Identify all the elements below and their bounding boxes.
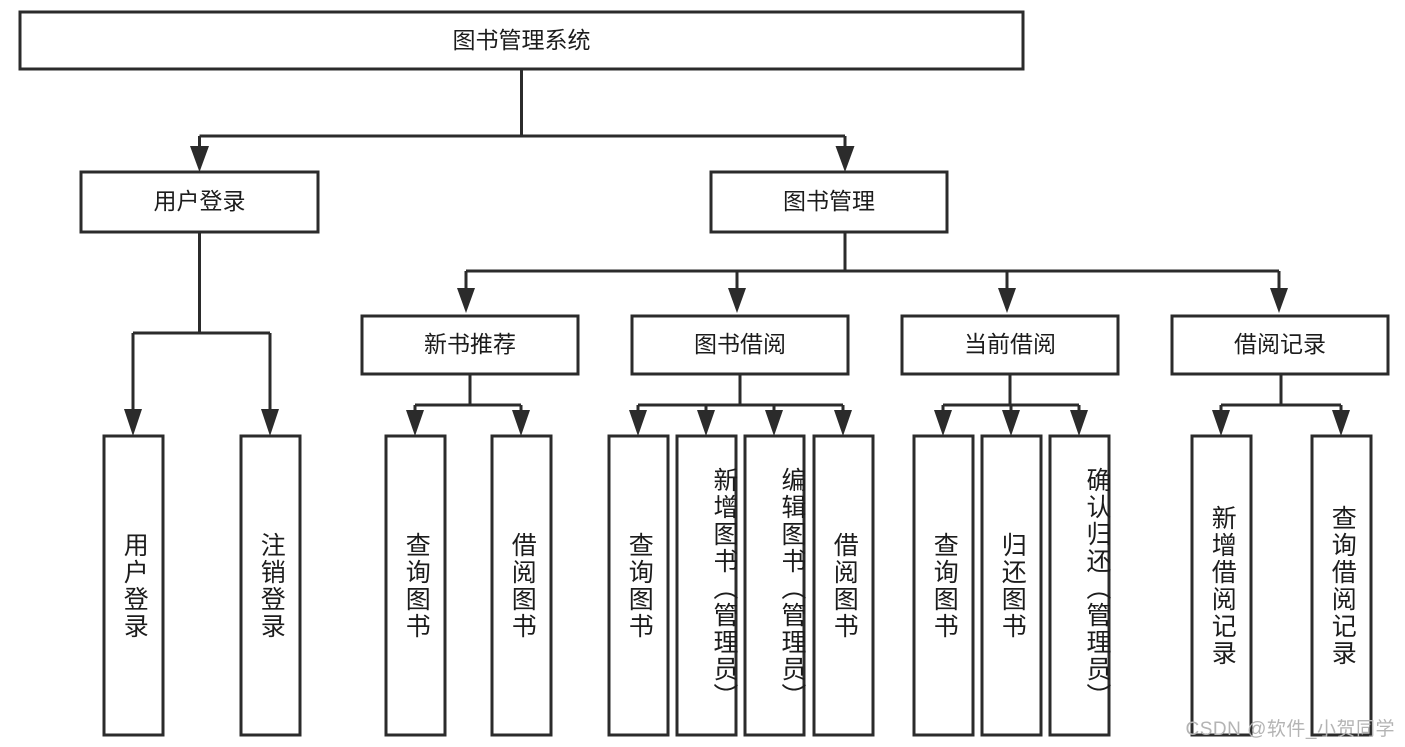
- arrow-to-leaf-query-book-3: [934, 410, 952, 436]
- arrow-to-leaf-logout-login: [261, 409, 279, 436]
- arrow-to-leaf-user-login: [124, 409, 142, 436]
- arrow-to-leaf-add-book: [697, 410, 715, 436]
- connector-layer: [124, 69, 1350, 436]
- node-box-leaf-borrow-book-2[interactable]: [812, 434, 875, 737]
- arrow-to-leaf-edit-book: [765, 410, 783, 436]
- node-box-leaf-query-book-3[interactable]: [912, 434, 975, 737]
- node-box-leaf-add-book[interactable]: [675, 434, 738, 737]
- node-box-system[interactable]: [18, 10, 1025, 71]
- arrow-to-leaf-borrow-book-1: [512, 410, 530, 436]
- node-box-leaf-logout-login[interactable]: [239, 434, 302, 737]
- arrow-to-new-book-recommend: [457, 288, 475, 313]
- node-box-leaf-edit-book[interactable]: [743, 434, 806, 737]
- node-box-leaf-borrow-book-1[interactable]: [490, 434, 553, 737]
- node-box-new-book-recommend[interactable]: [360, 314, 580, 376]
- watermark-text: CSDN @软件_小贺同学: [1185, 719, 1395, 740]
- node-box-book-management[interactable]: [709, 170, 949, 234]
- arrow-to-leaf-return-book: [1002, 410, 1020, 436]
- arrow-to-current-borrow: [998, 288, 1016, 313]
- node-box-borrow-record[interactable]: [1170, 314, 1390, 376]
- arrow-to-leaf-add-record: [1212, 410, 1230, 436]
- arrow-to-leaf-confirm-return: [1070, 410, 1088, 436]
- node-box-leaf-query-book-1[interactable]: [384, 434, 447, 737]
- arrow-to-borrow-record: [1270, 288, 1288, 313]
- node-label-user-login: 用户登录: [154, 188, 246, 214]
- arrow-to-book-management: [835, 146, 855, 172]
- arrow-to-book-borrow: [728, 288, 746, 313]
- node-label-book-management: 图书管理: [783, 188, 875, 214]
- arrow-to-leaf-query-book-1: [406, 410, 424, 436]
- node-label-book-borrow: 图书借阅: [694, 331, 786, 357]
- node-box-leaf-return-book[interactable]: [980, 434, 1043, 737]
- node-box-leaf-add-record[interactable]: [1190, 434, 1253, 737]
- arrow-to-leaf-query-book-2: [629, 410, 647, 436]
- node-box-leaf-query-book-2[interactable]: [607, 434, 670, 737]
- node-box-book-borrow[interactable]: [630, 314, 850, 376]
- arrow-to-user-login: [190, 146, 209, 172]
- node-label-current-borrow: 当前借阅: [964, 331, 1056, 357]
- arrow-to-leaf-borrow-book-2: [834, 410, 852, 436]
- node-box-leaf-query-record[interactable]: [1310, 434, 1373, 737]
- node-layer: 图书管理系统 用户登录 图书管理 新书推荐 图书借阅 当前借阅 借阅记录: [18, 10, 1390, 737]
- node-box-user-login[interactable]: [79, 170, 320, 234]
- node-box-leaf-user-login[interactable]: [102, 434, 165, 737]
- node-label-borrow-record: 借阅记录: [1234, 331, 1326, 357]
- node-box-leaf-confirm-return[interactable]: [1048, 434, 1111, 737]
- arrow-to-leaf-query-record: [1332, 410, 1350, 436]
- node-label-system: 图书管理系统: [453, 27, 591, 53]
- node-label-new-book-recommend: 新书推荐: [424, 331, 516, 357]
- node-box-current-borrow[interactable]: [900, 314, 1120, 376]
